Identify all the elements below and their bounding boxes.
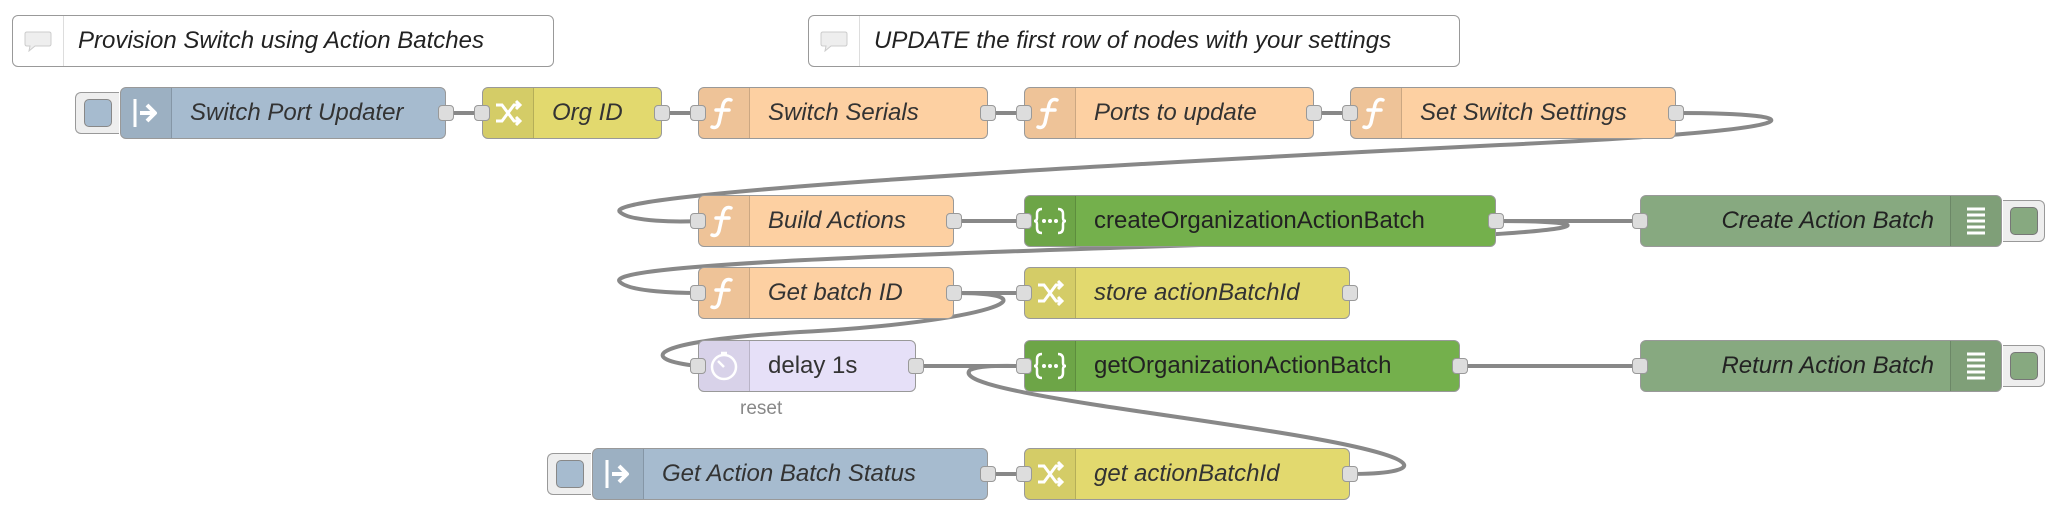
function-node-set-switch-settings[interactable]: Set Switch Settings xyxy=(1342,87,1684,139)
output-port[interactable] xyxy=(654,105,670,121)
node-label: Get Action Batch Status xyxy=(662,460,916,487)
output-port[interactable] xyxy=(1342,466,1358,482)
node-label: Ports to update xyxy=(1094,99,1257,126)
output-port[interactable] xyxy=(1452,358,1468,374)
output-port[interactable] xyxy=(946,213,962,229)
shuffle-icon xyxy=(483,88,534,138)
function-icon xyxy=(699,196,750,246)
function-icon xyxy=(699,268,750,318)
output-port[interactable] xyxy=(1668,105,1684,121)
input-port[interactable] xyxy=(690,213,706,229)
debug-toggle-button[interactable] xyxy=(2003,345,2045,387)
node-label: Set Switch Settings xyxy=(1420,99,1627,126)
speech-bubble-icon xyxy=(13,16,64,66)
input-port[interactable] xyxy=(1342,105,1358,121)
comment-text: UPDATE the first row of nodes with your … xyxy=(874,27,1392,54)
arrow-in-icon xyxy=(593,449,644,499)
input-port[interactable] xyxy=(690,358,706,374)
function-icon xyxy=(699,88,750,138)
output-port[interactable] xyxy=(908,358,924,374)
function-node-build-actions[interactable]: Build Actions xyxy=(690,195,962,247)
input-port[interactable] xyxy=(1016,358,1032,374)
node-label: Org ID xyxy=(552,99,623,126)
debug-toggle-button[interactable] xyxy=(2003,200,2045,242)
output-port[interactable] xyxy=(946,285,962,301)
comment-node-title[interactable]: Provision Switch using Action Batches xyxy=(12,15,554,67)
wire xyxy=(617,111,1774,224)
inject-trigger-button[interactable] xyxy=(547,453,591,495)
delay-status-text: reset xyxy=(740,398,783,419)
api-node-get-organization-action-batch[interactable]: getOrganizationActionBatch xyxy=(1016,340,1468,392)
delay-node[interactable]: delay 1s xyxy=(690,340,924,392)
input-port[interactable] xyxy=(1016,285,1032,301)
node-label: Switch Serials xyxy=(768,99,919,126)
inject-trigger-button[interactable] xyxy=(75,92,119,134)
comment-node-note[interactable]: UPDATE the first row of nodes with your … xyxy=(808,15,1460,67)
node-label: Switch Port Updater xyxy=(190,99,404,126)
input-port[interactable] xyxy=(690,285,706,301)
input-port[interactable] xyxy=(1016,213,1032,229)
input-port[interactable] xyxy=(690,105,706,121)
shuffle-icon xyxy=(1025,449,1076,499)
inject-node-get-action-batch-status[interactable]: Get Action Batch Status xyxy=(547,448,996,500)
node-label: get actionBatchId xyxy=(1094,460,1280,487)
change-node-org-id[interactable]: Org ID xyxy=(474,87,670,139)
debug-node-return-action-batch[interactable]: Return Action Batch xyxy=(1632,340,2045,392)
input-port[interactable] xyxy=(1632,358,1648,374)
input-port[interactable] xyxy=(1632,213,1648,229)
node-label: Create Action Batch xyxy=(1721,207,1934,234)
output-port[interactable] xyxy=(1488,213,1504,229)
wire xyxy=(966,363,1406,476)
output-port[interactable] xyxy=(980,105,996,121)
output-port[interactable] xyxy=(980,466,996,482)
inject-node-switch-port-updater[interactable]: Switch Port Updater xyxy=(75,87,454,139)
function-icon xyxy=(1351,88,1402,138)
change-node-get-action-batch-id[interactable]: get actionBatchId xyxy=(1016,448,1358,500)
function-node-ports-to-update[interactable]: Ports to update xyxy=(1016,87,1322,139)
output-port[interactable] xyxy=(438,105,454,121)
wire xyxy=(617,219,1570,295)
function-icon xyxy=(1025,88,1076,138)
timer-icon xyxy=(699,341,750,391)
node-label: getOrganizationActionBatch xyxy=(1094,352,1392,379)
node-label: Get batch ID xyxy=(768,279,903,306)
braces-icon xyxy=(1025,341,1076,391)
change-node-store-action-batch-id[interactable]: store actionBatchId xyxy=(1016,267,1358,319)
input-port[interactable] xyxy=(474,105,490,121)
comment-text: Provision Switch using Action Batches xyxy=(78,27,484,54)
shuffle-icon xyxy=(1025,268,1076,318)
wire xyxy=(660,291,1006,368)
function-node-get-batch-id[interactable]: Get batch ID xyxy=(690,267,962,319)
list-icon xyxy=(1950,341,2001,391)
output-port[interactable] xyxy=(1342,285,1358,301)
input-port[interactable] xyxy=(1016,105,1032,121)
node-label: delay 1s xyxy=(768,352,858,379)
output-port[interactable] xyxy=(1306,105,1322,121)
debug-node-create-action-batch[interactable]: Create Action Batch xyxy=(1632,195,2045,247)
function-node-switch-serials[interactable]: Switch Serials xyxy=(690,87,996,139)
node-label: createOrganizationActionBatch xyxy=(1094,207,1425,234)
input-port[interactable] xyxy=(1016,466,1032,482)
list-icon xyxy=(1950,196,2001,246)
node-label: Build Actions xyxy=(768,207,906,234)
braces-icon xyxy=(1025,196,1076,246)
api-node-create-organization-action-batch[interactable]: createOrganizationActionBatch xyxy=(1016,195,1504,247)
arrow-in-icon xyxy=(121,88,172,138)
node-label: store actionBatchId xyxy=(1094,279,1300,306)
node-label: Return Action Batch xyxy=(1721,352,1934,379)
speech-bubble-icon xyxy=(809,16,860,66)
